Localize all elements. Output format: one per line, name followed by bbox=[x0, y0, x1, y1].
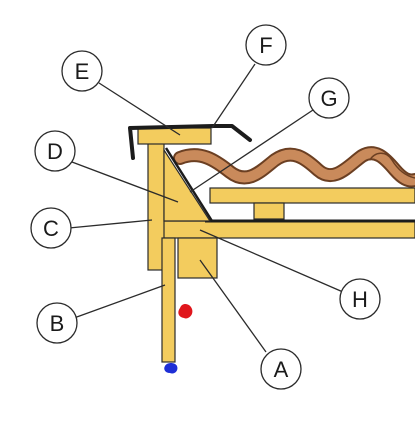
callout-c: C bbox=[30, 207, 72, 249]
roof-tile-body bbox=[175, 148, 415, 186]
rafter-beam bbox=[159, 220, 415, 239]
callout-c-label: C bbox=[43, 216, 59, 241]
leader-line-g bbox=[189, 109, 314, 193]
leader-line-a bbox=[199, 259, 267, 353]
red-marker bbox=[178, 303, 193, 319]
callout-a: A bbox=[260, 348, 302, 390]
callout-b: B bbox=[36, 302, 78, 344]
callout-b-label: B bbox=[50, 311, 65, 336]
callout-g: G bbox=[308, 77, 350, 119]
batten-support-block bbox=[253, 202, 285, 220]
callout-h: H bbox=[339, 278, 381, 320]
callout-e-label: E bbox=[75, 59, 90, 84]
tilt-fillet-membrane bbox=[164, 147, 214, 222]
callout-d: D bbox=[34, 130, 76, 172]
callout-f: F bbox=[245, 24, 287, 66]
roof-tile-end-curl bbox=[369, 152, 415, 179]
callout-g-label: G bbox=[320, 86, 337, 111]
tile-batten bbox=[209, 187, 415, 204]
callout-b-circle bbox=[36, 302, 78, 344]
leader-line-d bbox=[71, 161, 179, 203]
callout-h-label: H bbox=[352, 287, 368, 312]
callout-f-circle bbox=[245, 24, 287, 66]
callout-g-circle bbox=[308, 77, 350, 119]
cap-board bbox=[137, 127, 212, 145]
callout-e-circle bbox=[61, 50, 103, 92]
leader-line-e bbox=[98, 82, 181, 136]
roof-tile bbox=[173, 146, 415, 188]
leader-lines bbox=[68, 63, 344, 353]
callout-c-circle bbox=[30, 207, 72, 249]
tilt-fillet bbox=[163, 147, 212, 222]
leader-line-c bbox=[68, 219, 153, 229]
callout-d-circle bbox=[34, 130, 76, 172]
callout-d-label: D bbox=[47, 139, 63, 164]
vertical-post bbox=[161, 237, 176, 363]
callout-e: E bbox=[61, 50, 103, 92]
callout-h-circle bbox=[339, 278, 381, 320]
leader-line-f bbox=[211, 63, 256, 129]
callout-f-label: F bbox=[259, 33, 272, 58]
ledger-block bbox=[177, 237, 218, 279]
callout-a-label: A bbox=[274, 357, 289, 382]
blue-marker bbox=[164, 363, 178, 374]
leader-line-b bbox=[73, 284, 166, 319]
leader-line-h bbox=[199, 229, 344, 293]
callout-a-circle bbox=[260, 348, 302, 390]
